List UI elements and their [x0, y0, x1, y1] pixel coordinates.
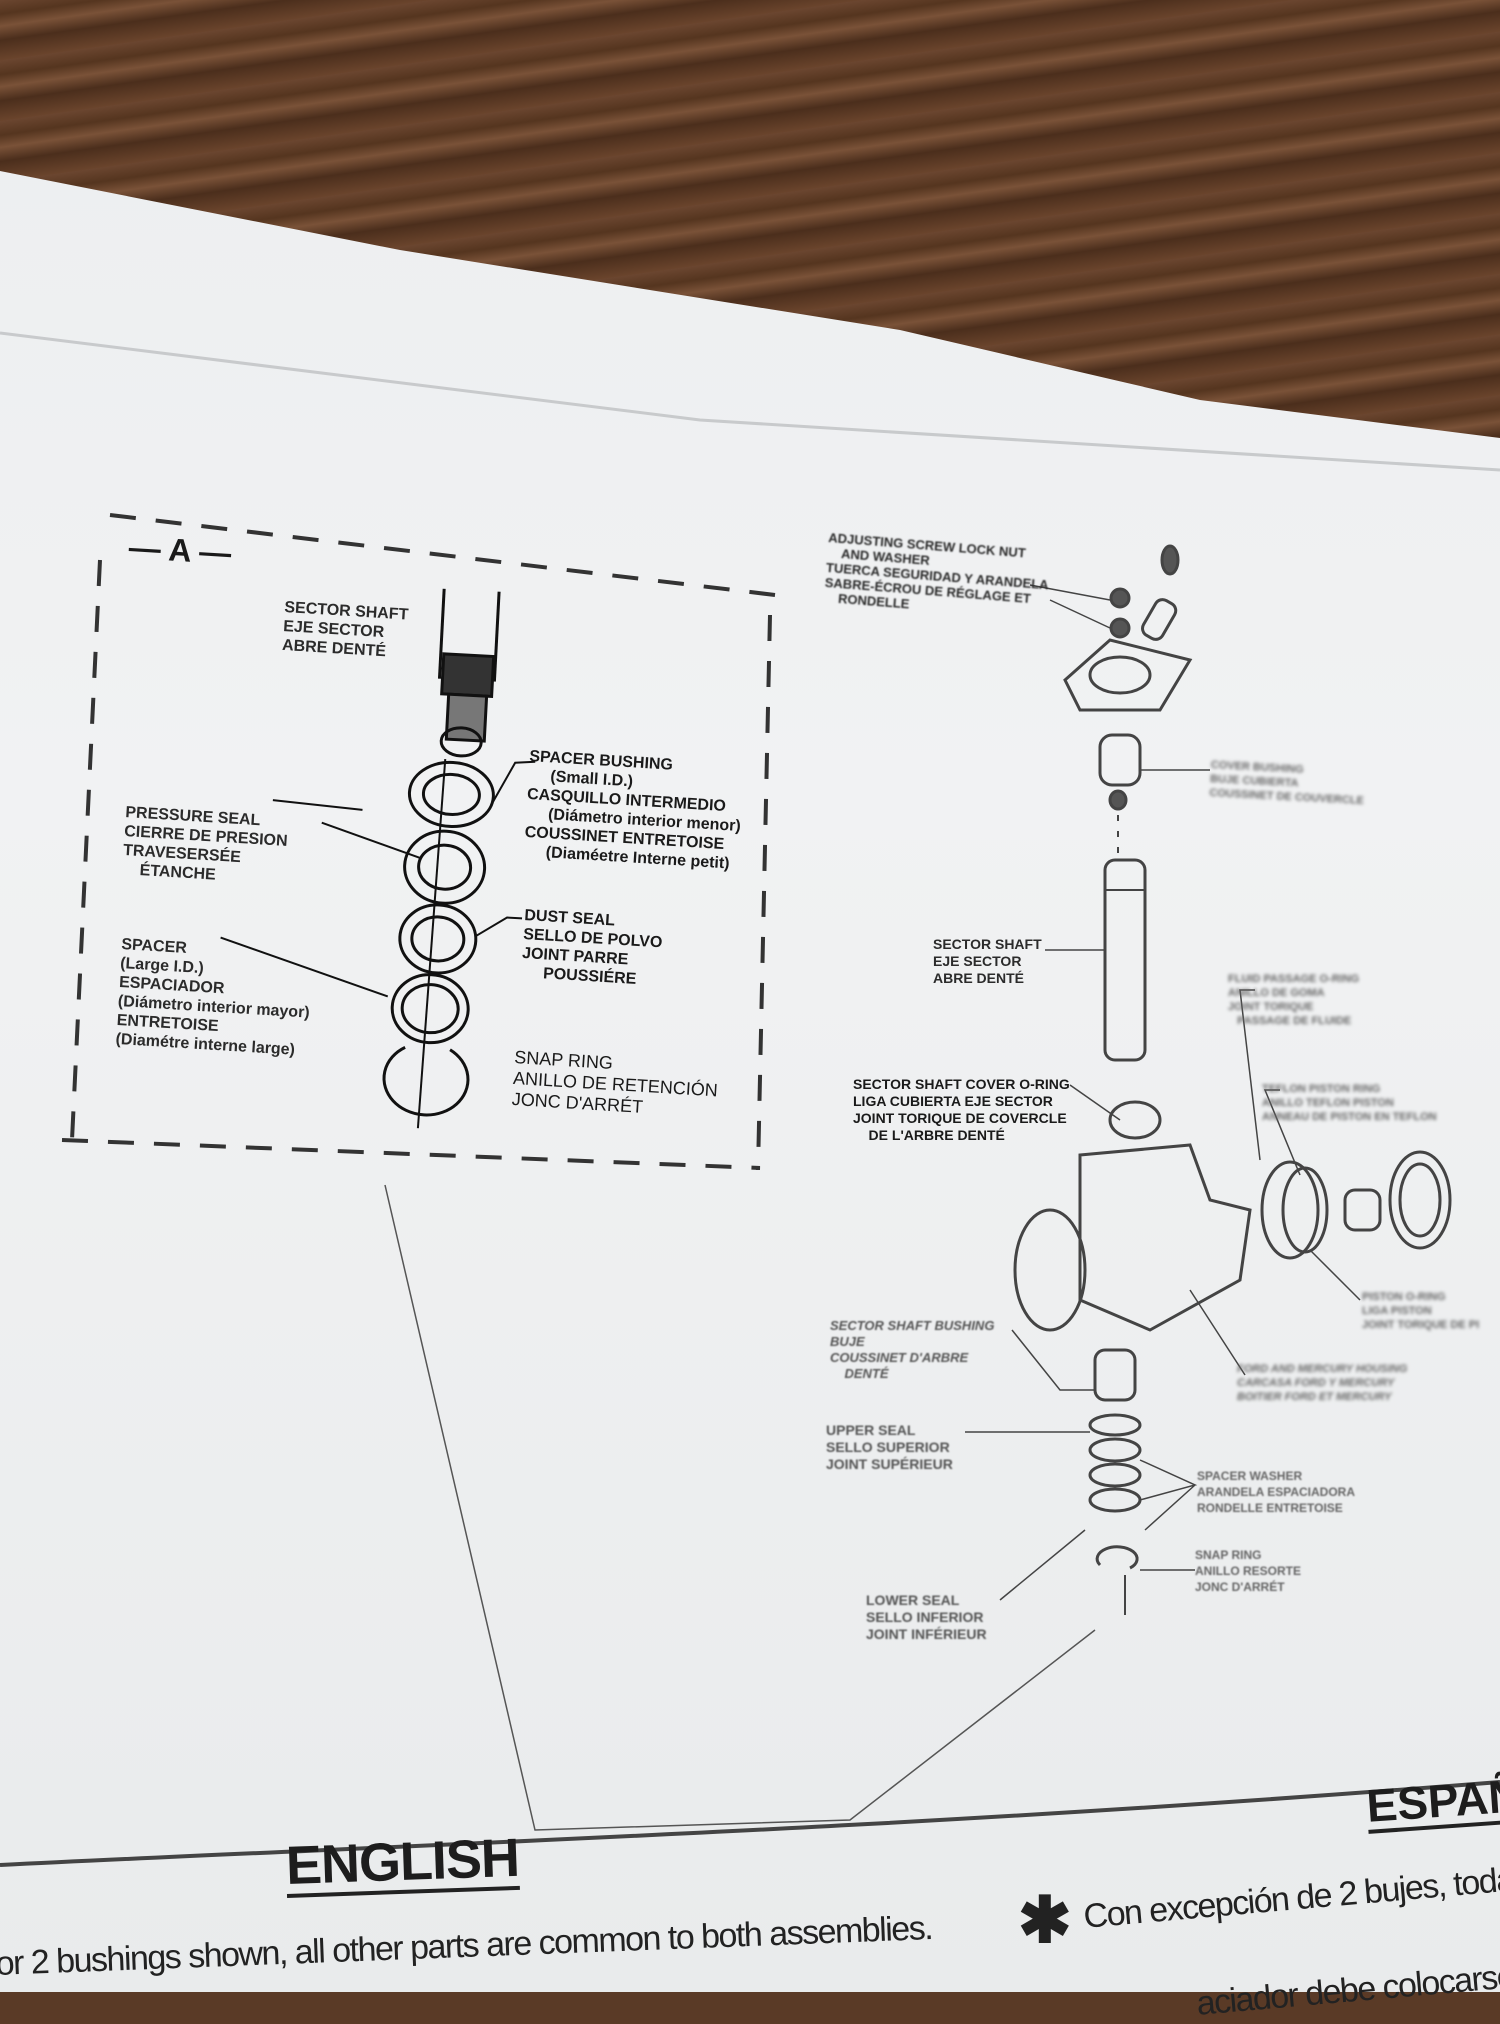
label-teflon-piston-ring: TEFLON PISTON RING ANILLO TEFLON PISTON …	[1262, 1083, 1437, 1123]
espanol-heading: ESPAÑ	[1365, 1769, 1500, 1834]
label-housing: FORD AND MERCURY HOUSING CARCASA FORD Y …	[1237, 1363, 1408, 1403]
label-snap-ring-detail: SNAP RING ANILLO DE RETENCIÓN JONC D'ARR…	[511, 1047, 719, 1117]
label-lower-seal: LOWER SEAL SELLO INFERIOR JOINT INFÉRIEU…	[866, 1592, 987, 1642]
label-upper-seal: UPPER SEAL SELLO SUPERIOR JOINT SUPÉRIEU…	[826, 1422, 953, 1472]
asterisk-icon: ✱	[1018, 1884, 1072, 1956]
label-sector-shaft-detail: SECTOR SHAFT EJE SECTOR ABRE DENTÉ	[281, 598, 409, 661]
english-heading: ENGLISH	[284, 1827, 520, 1898]
label-sector-shaft-bushing: SECTOR SHAFT BUSHING BUJE COUSSINET D'AR…	[830, 1318, 995, 1381]
label-pressure-seal: PRESSURE SEAL CIERRE DE PRESION TRAVESER…	[121, 803, 289, 884]
label-piston-oring: PISTON O-RING LIGA PISTON JOINT TORIQUE …	[1362, 1291, 1480, 1331]
label-cover-oring: SECTOR SHAFT COVER O-RING LIGA CUBIERTA …	[853, 1076, 1070, 1143]
label-spacer-bushing: SPACER BUSHING (Small I.D.) CASQUILLO IN…	[523, 747, 742, 873]
label-spacer-washer: SPACER WASHER ARANDELA ESPACIADORA RONDE…	[1197, 1469, 1356, 1515]
label-fluid-passage-oring: FLUID PASSAGE O-RING ANILLO DE GOMA JOIN…	[1228, 973, 1360, 1027]
label-sector-shaft: SECTOR SHAFT EJE SECTOR ABRE DENTÉ	[933, 936, 1042, 986]
label-snap-ring: SNAP RING ANILLO RESORTE JONC D'ARRÉT	[1195, 1548, 1302, 1594]
label-cover-bushing: COVER BUSHING BUJE CUBIERTA COUSSINET DE…	[1209, 758, 1365, 808]
detail-box-tag: — A —	[127, 529, 233, 572]
label-dust-seal: DUST SEAL SELLO DE POLVO JOINT PARRE POU…	[520, 906, 663, 988]
label-spacer: SPACER (Large I.D.) ESPACIADOR (Diámetro…	[115, 935, 311, 1059]
